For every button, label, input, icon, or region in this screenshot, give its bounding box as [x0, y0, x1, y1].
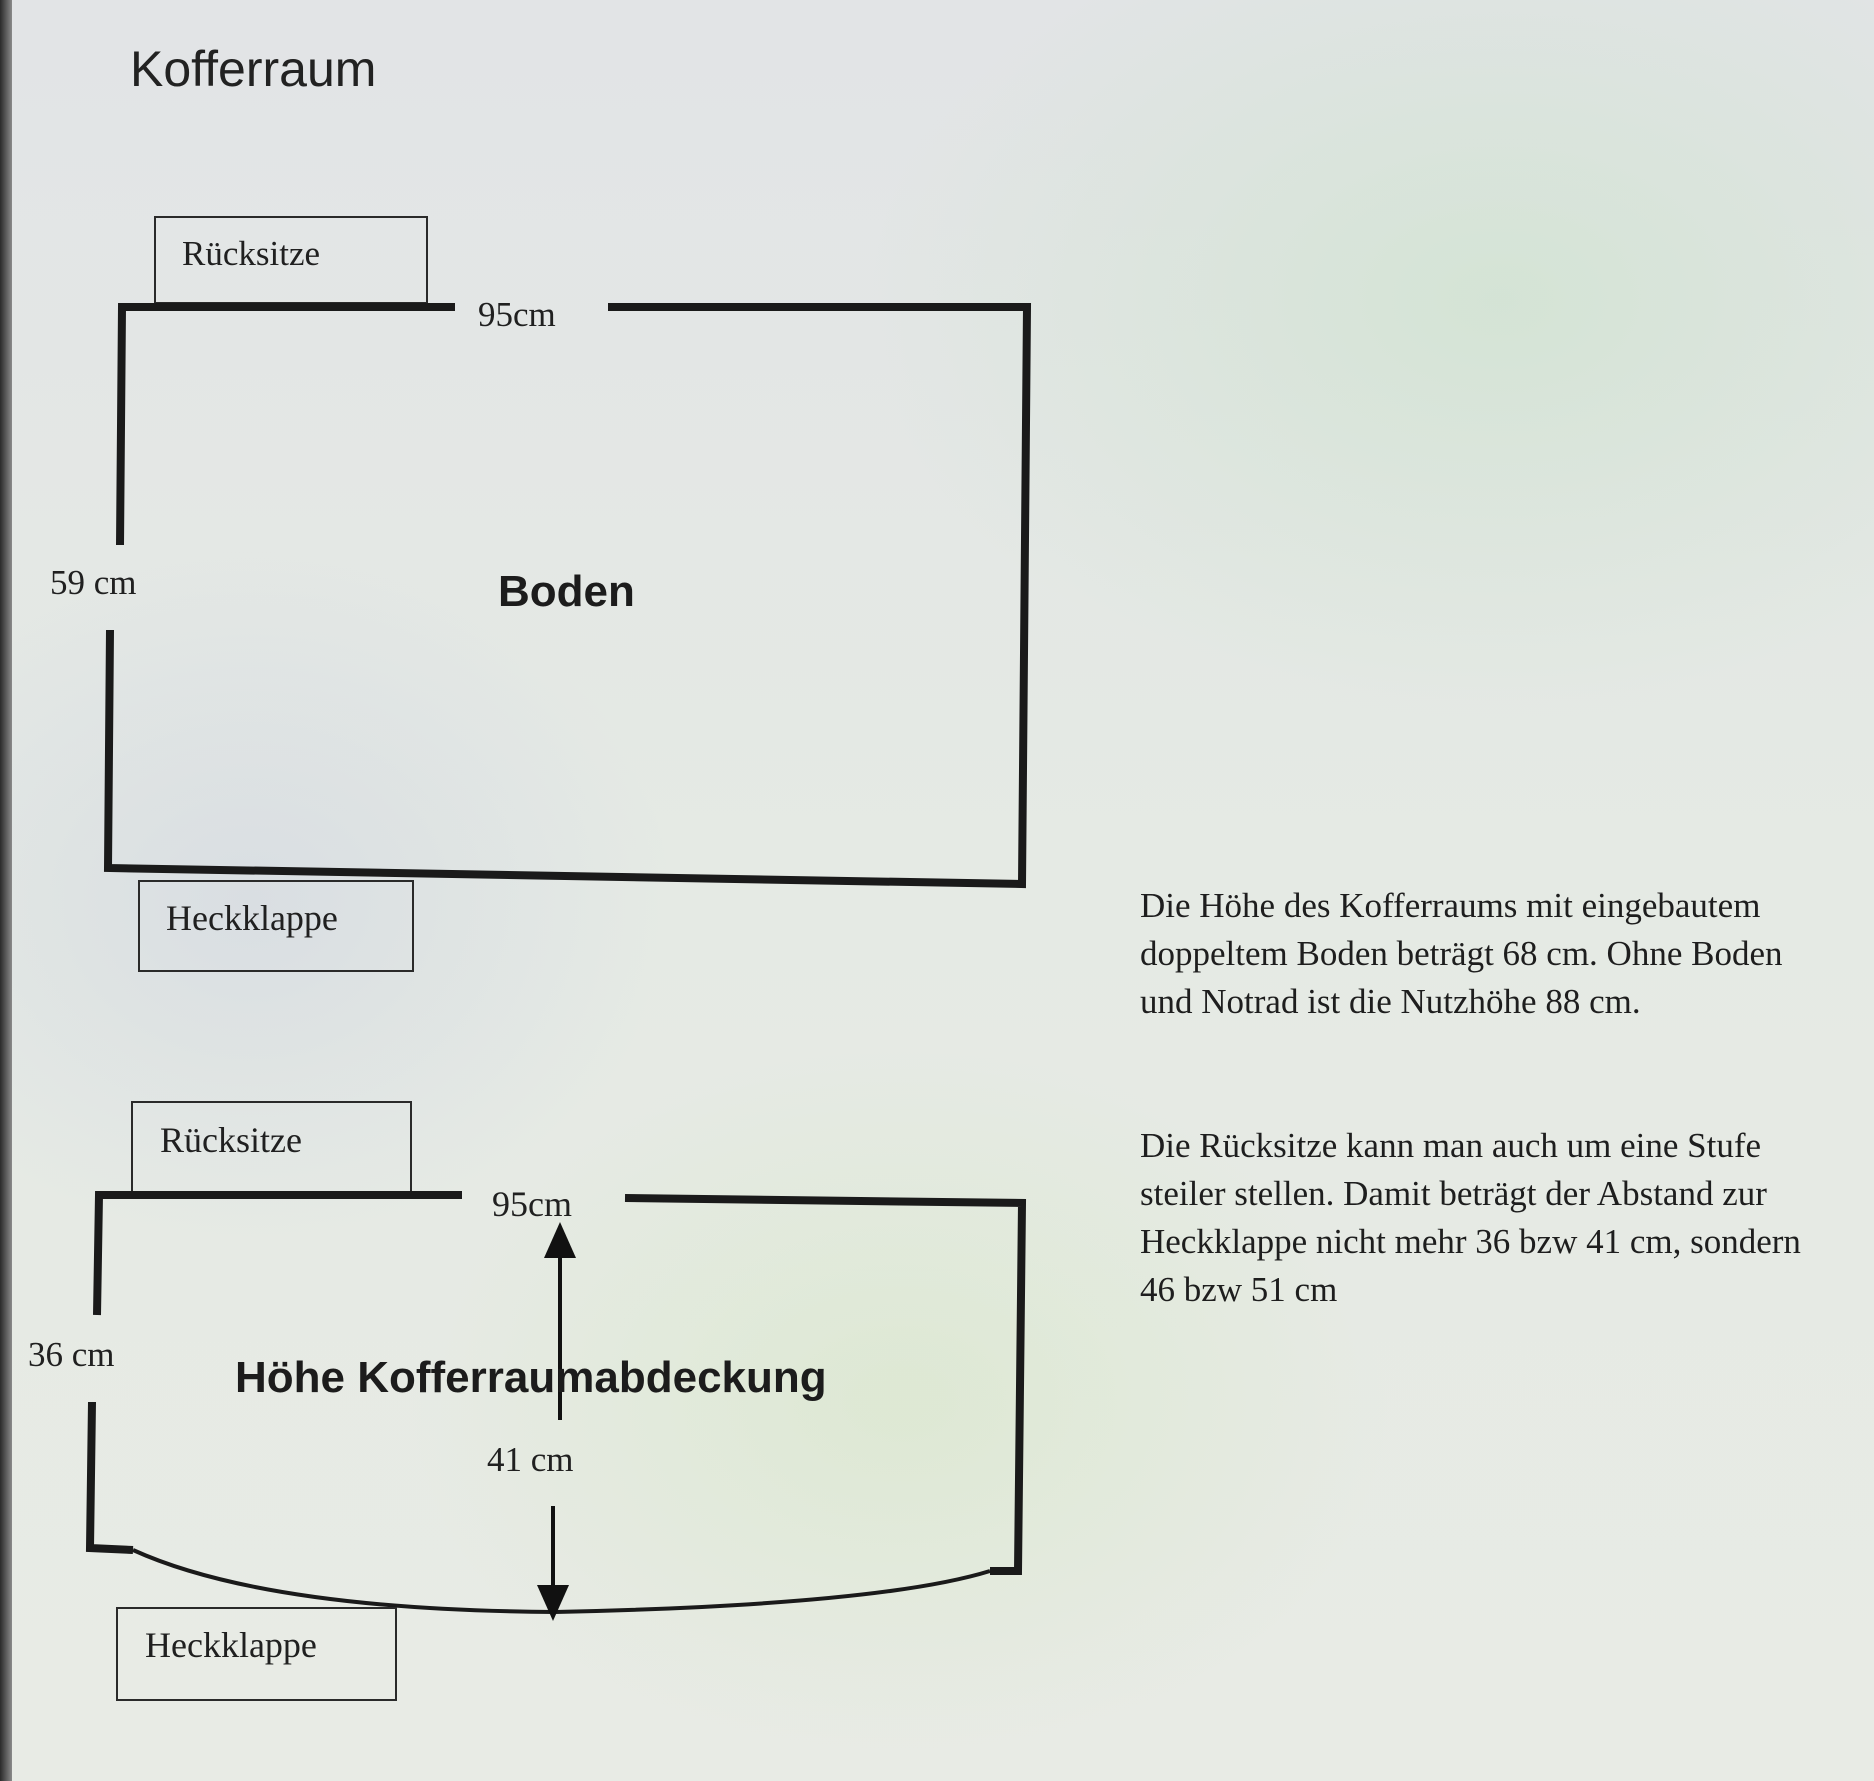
screen-bezel-edge: [0, 0, 12, 1781]
tailgate-box-bottom: [116, 1607, 397, 1701]
rear-seats-label-bottom: Rücksitze: [160, 1120, 302, 1160]
diagram-bottom: Rücksitze 95cm 36 cm Höhe Kofferraumabde…: [28, 1101, 1027, 1701]
curved-cover-edge: [132, 1548, 991, 1615]
tailgate-label-top: Heckklappe: [166, 898, 338, 938]
floor-outline-bottom-left: [85, 1401, 134, 1554]
floor-outline-top: [103, 303, 1032, 889]
cover-height-label: Höhe Kofferraumabdeckung: [235, 1353, 827, 1402]
center-depth-label-bottom: 41 cm: [487, 1440, 574, 1479]
tailgate-box-top: [138, 880, 414, 972]
depth-label-top: 59 cm: [50, 563, 137, 602]
depth-label-bottom: 36 cm: [28, 1335, 115, 1374]
description-paragraph-2: Die Rücksitze kann man auch um eine Stuf…: [1140, 1126, 1801, 1309]
floor-label-top: Boden: [498, 567, 635, 616]
description-paragraph-1: Die Höhe des Kofferraums mit eingebautem…: [1140, 886, 1783, 1021]
width-label-top: 95cm: [478, 295, 556, 334]
tailgate-label-bottom: Heckklappe: [145, 1625, 317, 1665]
rear-seats-label-top: Rücksitze: [182, 234, 320, 273]
page-title: Kofferraum: [130, 41, 377, 97]
diagram-top: Rücksitze 95cm 59 cm Boden Heckklappe: [50, 216, 1032, 972]
floor-outline-bottom: [93, 1191, 1027, 1575]
width-label-bottom: 95cm: [492, 1184, 572, 1224]
